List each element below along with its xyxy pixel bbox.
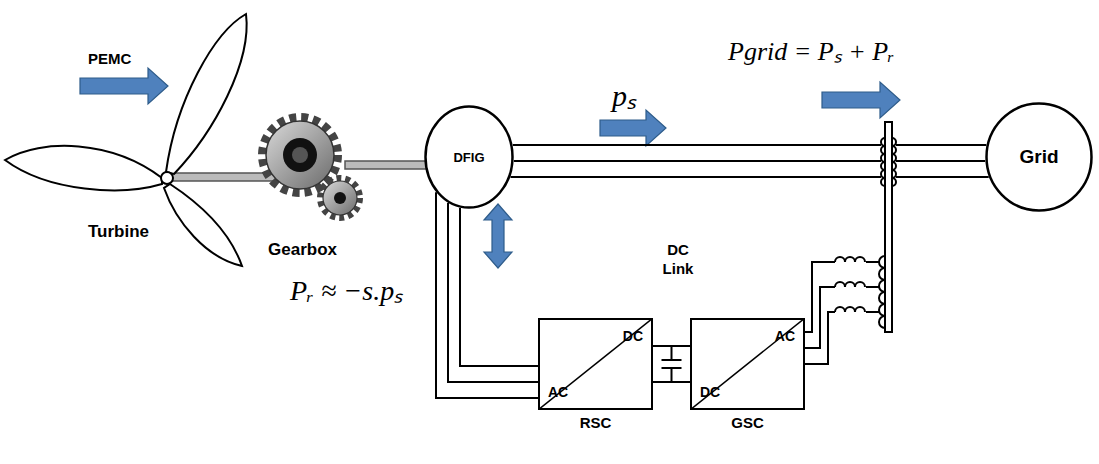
diagonal-stroke — [538, 318, 653, 410]
connector — [511, 145, 989, 177]
converter-box: ACDCGSC — [690, 318, 805, 410]
part-name: Gearbox — [268, 240, 337, 260]
wire — [448, 203, 538, 382]
wire — [511, 176, 873, 178]
power-equation: Pgrid = Pₛ + Pᵣ — [728, 32, 894, 68]
converter-name: RSC — [538, 414, 653, 431]
wire — [436, 192, 538, 398]
turbine-blades — [5, 14, 247, 266]
port-label: DC — [700, 384, 720, 400]
port-label: DC — [623, 328, 643, 344]
wire — [805, 312, 835, 364]
wire — [805, 287, 835, 348]
converter-frame: DC AC — [538, 318, 653, 410]
node-label: Grid — [1019, 146, 1058, 168]
converter-name: GSC — [690, 414, 805, 431]
connector-label: DC Link — [652, 240, 704, 280]
wire — [460, 208, 538, 366]
converter-box: DCACRSC — [538, 318, 653, 410]
wire — [905, 176, 989, 178]
generator-circle: DFIG — [424, 105, 514, 209]
transformer — [835, 122, 905, 332]
connector — [653, 346, 690, 382]
part-name: Turbine — [88, 222, 149, 242]
port-label: AC — [548, 384, 568, 400]
port-label: AC — [775, 328, 795, 344]
converter-frame: AC DC — [690, 318, 805, 410]
connector — [436, 192, 538, 398]
grid-circle: Grid — [985, 102, 1093, 212]
wire — [514, 160, 873, 162]
power-symbol: pₛ — [612, 74, 636, 115]
node-label: DFIG — [453, 150, 484, 165]
wire — [513, 144, 873, 146]
power-arrows — [80, 68, 900, 268]
connector — [805, 262, 835, 364]
power-equation: Pᵣ ≈ −s.pₛ — [290, 270, 403, 308]
wire — [905, 144, 986, 146]
wire — [662, 346, 682, 382]
ellipse-shape — [987, 104, 1092, 211]
diagonal-stroke — [690, 318, 805, 410]
gearbox-gears — [262, 117, 360, 218]
force-label: PEMC — [88, 50, 131, 67]
wire — [905, 160, 985, 162]
ellipse-shape — [426, 107, 513, 208]
